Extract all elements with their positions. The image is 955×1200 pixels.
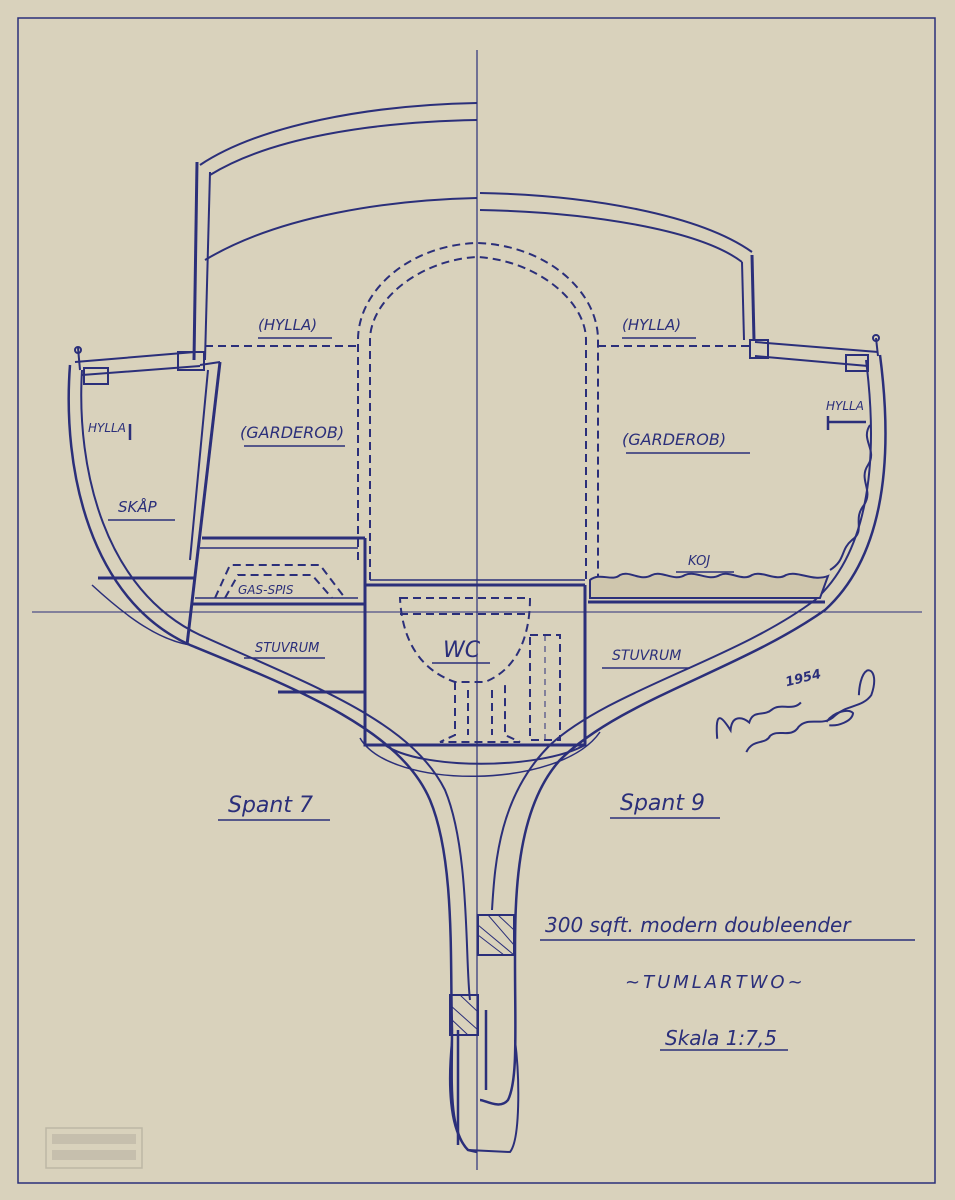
cabin-side-right-inner xyxy=(741,261,745,341)
gas-stove xyxy=(214,564,346,599)
deck-beam-left xyxy=(83,367,109,385)
title-line2: ~TUMLARTWO~ xyxy=(625,972,806,993)
hull-outer-left xyxy=(67,364,478,1154)
center-arch-inner xyxy=(369,255,587,580)
sheet-border xyxy=(17,17,936,1184)
bulkhead-left-2 xyxy=(189,369,209,561)
stanchion-left-head xyxy=(74,346,82,354)
stanchion-left xyxy=(77,347,81,371)
signature-year: 1954 xyxy=(784,667,823,690)
wall-left-upper xyxy=(199,361,221,366)
title-line3: Skala 1:7,5 xyxy=(665,1026,777,1050)
label-hylla-right-top: (HYLLA) xyxy=(622,316,681,334)
label-garderob-left: (GARDEROB) xyxy=(240,423,344,442)
cabin-side-left-outer xyxy=(192,161,199,361)
keel-hatch-lower xyxy=(449,994,479,1036)
label-stuvrum-left: STUVRUM xyxy=(255,641,319,656)
deck-left xyxy=(74,351,201,376)
keel-block-lower xyxy=(449,994,479,1036)
stanchion-right-head xyxy=(872,334,880,342)
title-line1: 300 sqft. modern doubleender xyxy=(545,913,852,937)
hull-inner-right xyxy=(491,359,872,911)
frame-label-left: Spant 7 xyxy=(228,793,313,818)
side-cushion-right xyxy=(829,424,873,571)
cabin-ceiling-left xyxy=(204,197,478,261)
label-stuvrum-right: STUVRUM xyxy=(612,648,681,664)
label-koj: KOJ xyxy=(688,554,710,569)
wc-compartment xyxy=(363,538,587,747)
cabin-roof-left-inner xyxy=(209,119,478,176)
archive-stamp-inner-2 xyxy=(52,1150,136,1160)
cabin-roof-right-inner xyxy=(479,209,743,263)
cabin-roof-right xyxy=(479,192,753,253)
cabin-roof-left xyxy=(199,102,478,166)
label-wc: WC xyxy=(443,638,481,663)
deck-right xyxy=(754,341,879,367)
archive-stamp-inner xyxy=(52,1134,136,1144)
label-hylla-right-side: HYLLA xyxy=(826,399,864,413)
bilge-curve-2 xyxy=(359,731,601,777)
deck-beam-left-2 xyxy=(177,351,205,371)
bunk-mattress xyxy=(589,572,830,599)
bilge-curve xyxy=(384,744,586,765)
cabin-side-right-outer xyxy=(750,254,756,341)
keel-hatch-upper xyxy=(477,914,515,956)
deck-beam-right-2 xyxy=(845,354,869,372)
bulkhead-left xyxy=(185,361,222,646)
keel-bottom xyxy=(448,1039,520,1154)
cabin-side-left-inner xyxy=(204,171,211,361)
label-skap: SKÅP xyxy=(118,497,158,516)
label-hylla-left-top: (HYLLA) xyxy=(258,316,317,334)
deck-beam-right xyxy=(749,339,769,359)
hull-outer-right xyxy=(479,354,887,1106)
signature: 1954 xyxy=(715,667,876,753)
stringer-left-1 xyxy=(91,584,191,646)
wc-pedestal xyxy=(439,682,521,743)
hull-inner-left xyxy=(80,369,471,1001)
label-gas-spis: GAS-SPIS xyxy=(238,583,294,597)
frame-label-right: Spant 9 xyxy=(620,791,705,816)
label-hylla-left-side: HYLLA xyxy=(88,421,126,435)
archive-stamp xyxy=(45,1127,143,1169)
center-arch xyxy=(357,241,599,580)
label-garderob-right: (GARDEROB) xyxy=(622,430,726,449)
wc-bowl xyxy=(398,597,532,683)
